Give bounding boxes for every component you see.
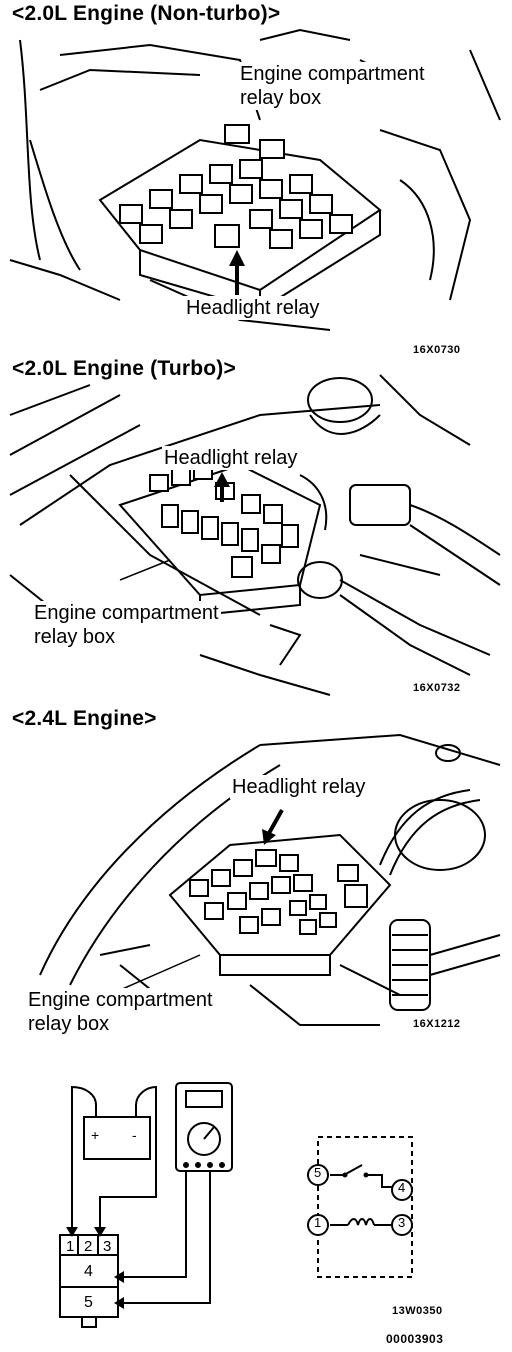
battery-positive-label: + bbox=[91, 1127, 100, 1143]
figure-code: 16X1212 bbox=[413, 1018, 461, 1030]
document-number: 00003903 bbox=[386, 1332, 444, 1346]
circuit-terminal-5: 5 bbox=[314, 1165, 322, 1180]
relay-terminal-2: 2 bbox=[84, 1238, 93, 1255]
section-heading: <2.4L Engine> bbox=[12, 707, 157, 730]
relay-box-label: Engine compartment relay box bbox=[26, 988, 215, 1036]
relay-box-label-line2: relay box bbox=[28, 1013, 110, 1035]
relay-terminal-3: 3 bbox=[103, 1238, 112, 1255]
engine-bay-illustration-2-4l bbox=[39, 733, 501, 1026]
relay-box-label: Engine compartment relay box bbox=[32, 601, 221, 649]
section-non-turbo: <2.0L Engine (Non-turbo)> Engine compart… bbox=[0, 0, 512, 356]
multimeter-icon bbox=[175, 1082, 233, 1172]
relay-test-schematic bbox=[59, 1082, 413, 1328]
relay-test-diagram: + - 1 2 3 4 5 5 4 1 3 13W0350 00003903 bbox=[0, 1045, 512, 1352]
engine-bay-illustration-turbo bbox=[9, 374, 501, 696]
relay-box-label-line1: Engine compartment bbox=[240, 63, 425, 85]
relay-box-label-line1: Engine compartment bbox=[34, 602, 219, 624]
relay-terminal-5: 5 bbox=[84, 1294, 93, 1311]
relay-terminal-1: 1 bbox=[66, 1238, 75, 1255]
relay-terminal-4: 4 bbox=[84, 1263, 93, 1280]
headlight-relay-label: Headlight relay bbox=[184, 296, 322, 320]
figure-code: 16X0732 bbox=[413, 682, 461, 694]
section-heading: <2.0L Engine (Non-turbo)> bbox=[12, 2, 281, 25]
relay-box-label-line2: relay box bbox=[240, 87, 322, 109]
section-turbo: <2.0L Engine (Turbo)> Headlight relay En… bbox=[0, 355, 512, 705]
figure-code: 16X0730 bbox=[413, 344, 461, 356]
battery-icon bbox=[83, 1116, 151, 1160]
circuit-terminal-3: 3 bbox=[398, 1215, 406, 1230]
circuit-terminal-1: 1 bbox=[314, 1215, 322, 1230]
relay-box-label: Engine compartment relay box bbox=[238, 62, 427, 110]
circuit-terminal-4: 4 bbox=[398, 1180, 406, 1195]
battery-negative-label: - bbox=[132, 1127, 137, 1143]
headlight-relay-label: Headlight relay bbox=[230, 775, 368, 799]
section-heading: <2.0L Engine (Turbo)> bbox=[12, 357, 236, 380]
figure-code: 13W0350 bbox=[392, 1305, 443, 1317]
relay-box-label-line1: Engine compartment bbox=[28, 989, 213, 1011]
section-2-4l: <2.4L Engine> Headlight relay Engine com… bbox=[0, 705, 512, 1045]
headlight-relay-label: Headlight relay bbox=[162, 446, 300, 470]
relay-box-label-line2: relay box bbox=[34, 626, 116, 648]
